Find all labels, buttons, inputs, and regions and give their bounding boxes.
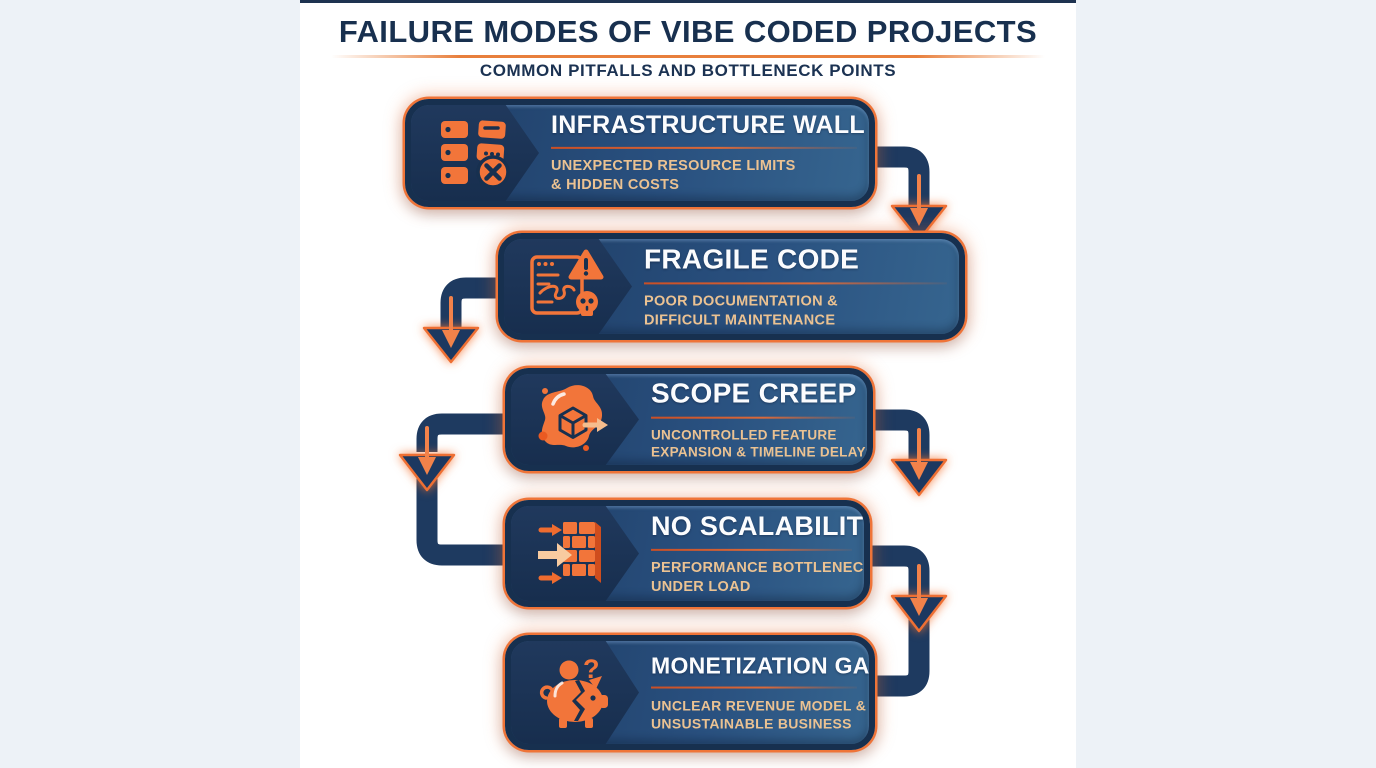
- box-title-underline: [651, 416, 855, 419]
- box-subtitle: UNCONTROLLED FEATURE EXPANSION & TIMELIN…: [651, 426, 867, 462]
- broken-code-window-icon: [530, 249, 604, 316]
- box-title: SCOPE CREEP: [651, 377, 857, 409]
- failure-box-infrastructure-wall: INFRASTRUCTURE WALL UNEXPECTED RESOURCE …: [405, 99, 875, 207]
- failure-box-scope-creep: SCOPE CREEP UNCONTROLLED FEATURE EXPANSI…: [505, 368, 873, 471]
- box-title-underline: [651, 548, 852, 551]
- icon-zone: [511, 374, 639, 465]
- icon-zone: [411, 105, 539, 201]
- subtitle-line: EXPANSION & TIMELINE DELAYS: [651, 445, 873, 460]
- broken-piggy-bank-icon: ?: [539, 654, 608, 728]
- subtitle-line: PERFORMANCE BOTTLENECKS: [651, 559, 870, 576]
- svg-text:?: ?: [583, 654, 600, 684]
- expanding-blob-cube-icon: [538, 384, 608, 451]
- subtitle-line: UNCONTROLLED FEATURE: [651, 427, 837, 443]
- top-strip: [300, 0, 1076, 3]
- arrows-hitting-brick-wall-icon: [538, 521, 601, 584]
- page-subtitle: COMMON PITFALLS AND BOTTLENECK POINTS: [479, 61, 897, 80]
- failure-box-no-scalability: NO SCALABILITY PERFORMANCE BOTTLENECKS U…: [505, 500, 870, 607]
- icon-zone: [511, 506, 639, 601]
- failure-box-monetization-gap: ? MONETIZATION GAP UNCLEAR REVENUE MODEL…: [505, 635, 875, 750]
- broken-server-stack-icon: [441, 120, 510, 189]
- box-title: INFRASTRUCTURE WALL: [551, 110, 866, 139]
- box-title: NO SCALABILITY: [651, 510, 870, 541]
- title-underline: [331, 55, 1045, 58]
- failure-box-fragile-code: FRAGILE CODE POOR DOCUMENTATION & DIFFIC…: [498, 233, 965, 340]
- text-zone: NO SCALABILITY PERFORMANCE BOTTLENECKS U…: [651, 510, 870, 596]
- box-subtitle: UNEXPECTED RESOURCE LIMITS & HIDDEN COST…: [551, 157, 857, 195]
- box-title: FRAGILE CODE: [644, 242, 860, 274]
- subtitle-line: POOR DOCUMENTATION &: [644, 292, 838, 309]
- icon-zone: ?: [511, 641, 639, 744]
- box-title-underline: [651, 686, 857, 689]
- box-title-underline: [644, 281, 947, 284]
- page-title: FAILURE MODES OF VIBE CODED PROJECTS: [338, 14, 1038, 49]
- box-title-underline: [551, 146, 857, 149]
- text-zone: SCOPE CREEP UNCONTROLLED FEATURE EXPANSI…: [651, 377, 867, 462]
- box-subtitle: POOR DOCUMENTATION & DIFFICULT MAINTENAN…: [644, 292, 947, 330]
- text-zone: MONETIZATION GAP UNCLEAR REVENUE MODEL &…: [651, 652, 875, 733]
- box-subtitle: PERFORMANCE BOTTLENECKS UNDER LOAD: [651, 558, 864, 596]
- subtitle-line: & HIDDEN COSTS: [551, 177, 680, 193]
- text-zone: FRAGILE CODE POOR DOCUMENTATION & DIFFIC…: [644, 243, 947, 330]
- box-title: MONETIZATION GAP: [651, 652, 875, 679]
- subtitle-line: UNSUSTAINABLE BUSINESS: [651, 715, 852, 732]
- subtitle-line: UNCLEAR REVENUE MODEL &: [651, 697, 867, 714]
- text-zone: INFRASTRUCTURE WALL UNEXPECTED RESOURCE …: [551, 110, 866, 195]
- subtitle-line: UNEXPECTED RESOURCE LIMITS: [551, 157, 796, 174]
- subtitle-line: DIFFICULT MAINTENANCE: [644, 312, 836, 328]
- box-subtitle: UNCLEAR REVENUE MODEL & UNSUSTAINABLE BU…: [651, 696, 866, 733]
- content-panel: FAILURE MODES OF VIBE CODED PROJECTS COM…: [300, 0, 1076, 768]
- subtitle-line: UNDER LOAD: [651, 578, 751, 595]
- icon-zone: [504, 239, 632, 334]
